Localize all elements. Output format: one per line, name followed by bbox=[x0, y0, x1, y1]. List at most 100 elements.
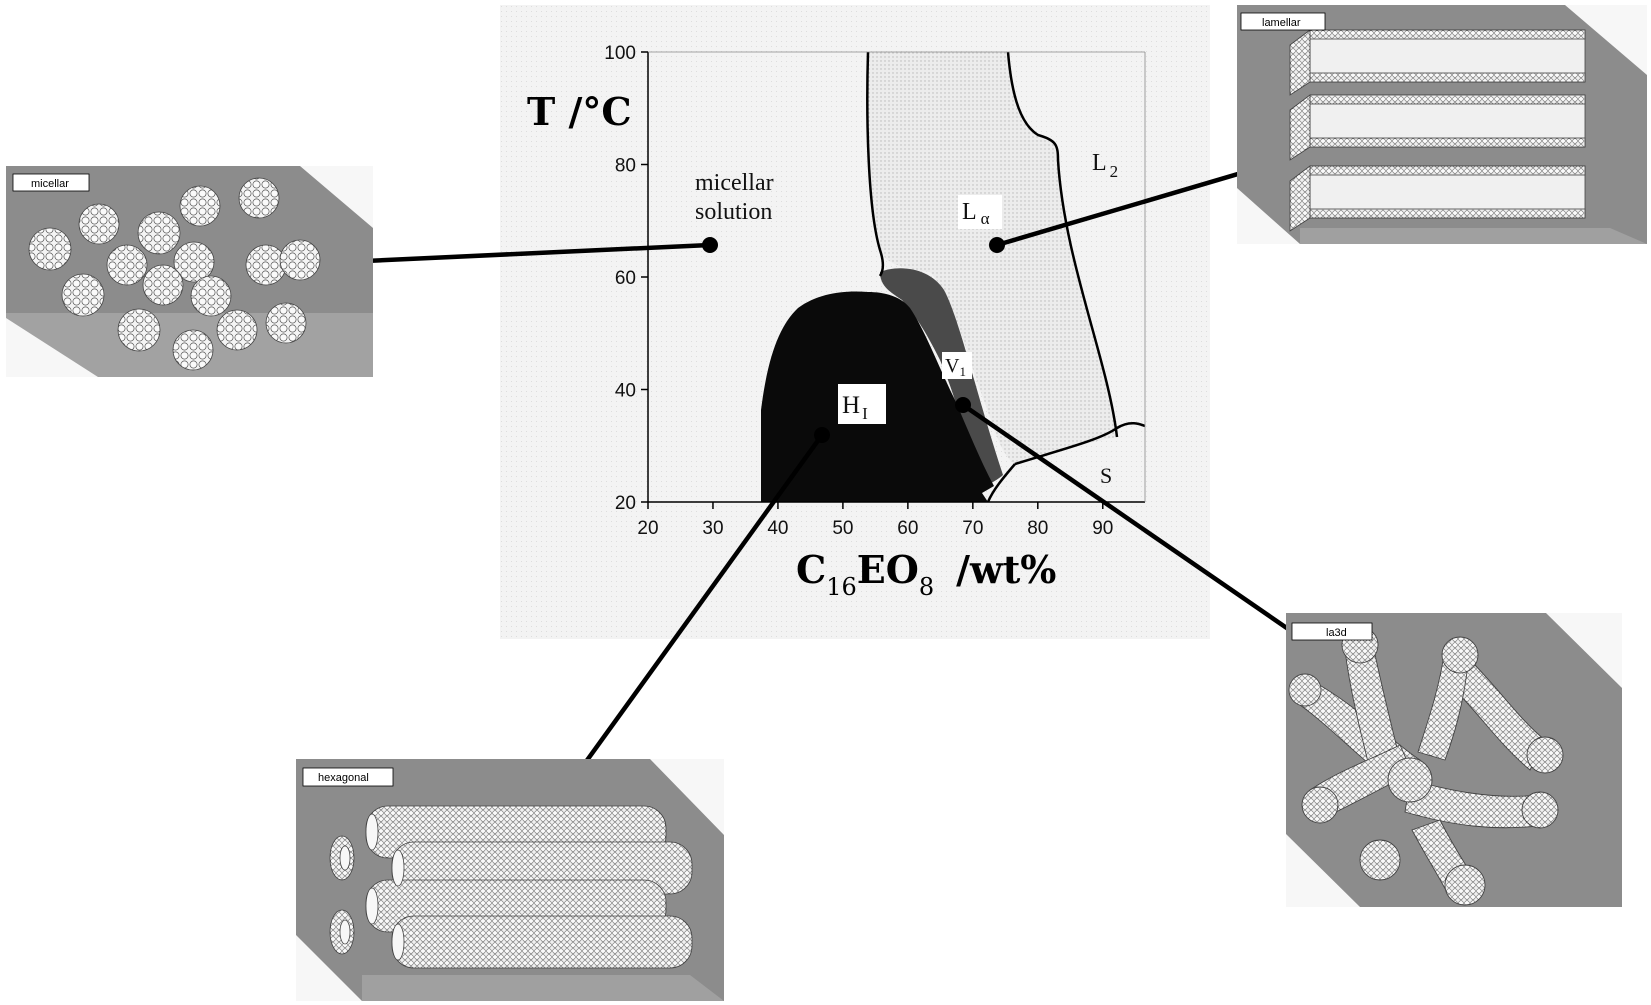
bilayer-top bbox=[1309, 94, 1586, 105]
x-tick-label: 20 bbox=[637, 518, 658, 539]
cubic-label-box bbox=[942, 352, 972, 379]
cubic-tag: la3d bbox=[1326, 627, 1347, 639]
hexagonal-tag: hexagonal bbox=[318, 772, 369, 784]
y-axis-label: T /°C bbox=[527, 89, 632, 134]
gyroid-strut bbox=[1417, 647, 1471, 761]
x-tick-label: 80 bbox=[1027, 518, 1048, 539]
micelle-sphere bbox=[173, 241, 215, 283]
bilayer-edge bbox=[1289, 94, 1311, 161]
bilayer-bottom bbox=[1309, 208, 1586, 219]
lamellar-label-box bbox=[958, 195, 1002, 229]
x-label-unit: /wt% bbox=[956, 547, 1056, 592]
gyroid-node bbox=[1521, 791, 1559, 829]
y-tick-label: 20 bbox=[615, 493, 636, 514]
bilayer-bottom bbox=[1309, 137, 1586, 148]
hexagonal-marker bbox=[814, 427, 830, 443]
hexagonal-label-sub: I bbox=[862, 404, 868, 423]
x-tick-label: 70 bbox=[962, 518, 983, 539]
lamellar-panel-corner-tr bbox=[1565, 5, 1647, 75]
micelle-sphere bbox=[216, 309, 258, 351]
hexagonal-panel-corner-tr bbox=[650, 759, 724, 835]
cubic-panel-corner-tr bbox=[1546, 613, 1622, 688]
micellar-structure-panel: micellar bbox=[6, 166, 373, 377]
hexagonal-structure-panel: hexagonal bbox=[296, 759, 724, 1001]
rod-end-hole bbox=[339, 845, 351, 871]
cubic-label-sub: 1 bbox=[959, 364, 966, 379]
x-label-main: C bbox=[796, 547, 826, 592]
x-axis-label: C16EO8/wt% bbox=[796, 547, 1056, 601]
micelle-sphere bbox=[279, 239, 321, 281]
rod-end-hole bbox=[391, 923, 405, 961]
lamellar-marker bbox=[989, 237, 1005, 253]
region-cubic-phase bbox=[880, 268, 1003, 489]
bilayer-top bbox=[1309, 165, 1586, 176]
x-tick-label: 30 bbox=[702, 518, 723, 539]
lamellar-structure-panel: lamellar bbox=[1237, 5, 1647, 244]
rod-cylinder bbox=[391, 915, 693, 969]
l2-label-sub: 2 bbox=[1110, 162, 1119, 181]
micellar-tag-box bbox=[12, 173, 90, 192]
lamellar-panel-corner-bl bbox=[1237, 188, 1300, 244]
gyroid-network bbox=[1288, 626, 1564, 906]
micelle-sphere bbox=[28, 227, 72, 271]
cubic-structure-panel: la3d bbox=[1286, 613, 1622, 907]
hexagonal-label-box bbox=[838, 384, 886, 424]
micelle-sphere bbox=[142, 264, 184, 306]
lamellar-label-sub: α bbox=[981, 209, 990, 228]
y-tick-label: 40 bbox=[615, 381, 636, 402]
rod-end-hole bbox=[365, 887, 379, 925]
hexagonal-tag-box bbox=[302, 767, 394, 787]
micelle-sphere bbox=[238, 177, 280, 219]
micelle-sphere bbox=[179, 185, 221, 227]
gyroid-node bbox=[1444, 864, 1486, 906]
micellar-tag: micellar bbox=[31, 178, 69, 190]
lamellar-panel-floor bbox=[1300, 228, 1647, 244]
x-tick-label: 90 bbox=[1092, 518, 1113, 539]
cubic-label-main: V bbox=[945, 355, 960, 377]
hexagonal-panel-corner-bl bbox=[296, 935, 362, 1001]
micelle-sphere bbox=[117, 308, 161, 352]
x-label-sub1: 16 bbox=[826, 573, 857, 601]
hexagonal-cylinders bbox=[329, 805, 693, 969]
hexagonal-connector bbox=[565, 433, 824, 790]
micelle-sphere bbox=[137, 211, 181, 255]
gyroid-strut bbox=[1454, 659, 1546, 771]
rod-end-hole bbox=[391, 849, 405, 887]
micelle-sphere bbox=[61, 273, 105, 317]
micelle-sphere bbox=[172, 329, 214, 371]
micelle-sphere bbox=[190, 275, 232, 317]
bilayer-edge bbox=[1289, 165, 1311, 232]
l2-label-main: L bbox=[1092, 150, 1107, 176]
bilayer-edge bbox=[1289, 29, 1311, 96]
rod-end-hole bbox=[365, 813, 379, 851]
bilayer-bottom bbox=[1309, 72, 1586, 83]
micelle-spheres bbox=[28, 177, 321, 371]
lamellar-label-main: L bbox=[962, 199, 977, 225]
micellar-connector bbox=[342, 242, 711, 265]
solid-boundary-line bbox=[1014, 422, 1146, 466]
region-lamellar-phase bbox=[867, 52, 1117, 464]
micelle-sphere bbox=[265, 302, 307, 344]
bilayer-top bbox=[1309, 29, 1586, 40]
gyroid-node bbox=[1288, 673, 1322, 707]
cubic-tag-box bbox=[1291, 622, 1373, 641]
y-tick-label: 100 bbox=[604, 43, 636, 64]
hexagonal-label-main: H bbox=[842, 392, 860, 419]
lamellar-tag: lamellar bbox=[1262, 17, 1301, 29]
gyroid-node bbox=[1526, 736, 1564, 774]
cubic-panel-corner-bl bbox=[1286, 834, 1360, 907]
x-tick-label: 40 bbox=[767, 518, 788, 539]
micellar-boundary-line bbox=[866, 51, 885, 277]
micellar-region-label-line2: solution bbox=[695, 199, 772, 225]
lamellar-bilayers bbox=[1289, 29, 1586, 232]
micellar-panel-corner-tr bbox=[300, 166, 373, 228]
micellar-marker bbox=[702, 237, 718, 253]
lower-boundary-line bbox=[986, 463, 1016, 503]
cubic-region-label: V1 bbox=[945, 355, 966, 379]
